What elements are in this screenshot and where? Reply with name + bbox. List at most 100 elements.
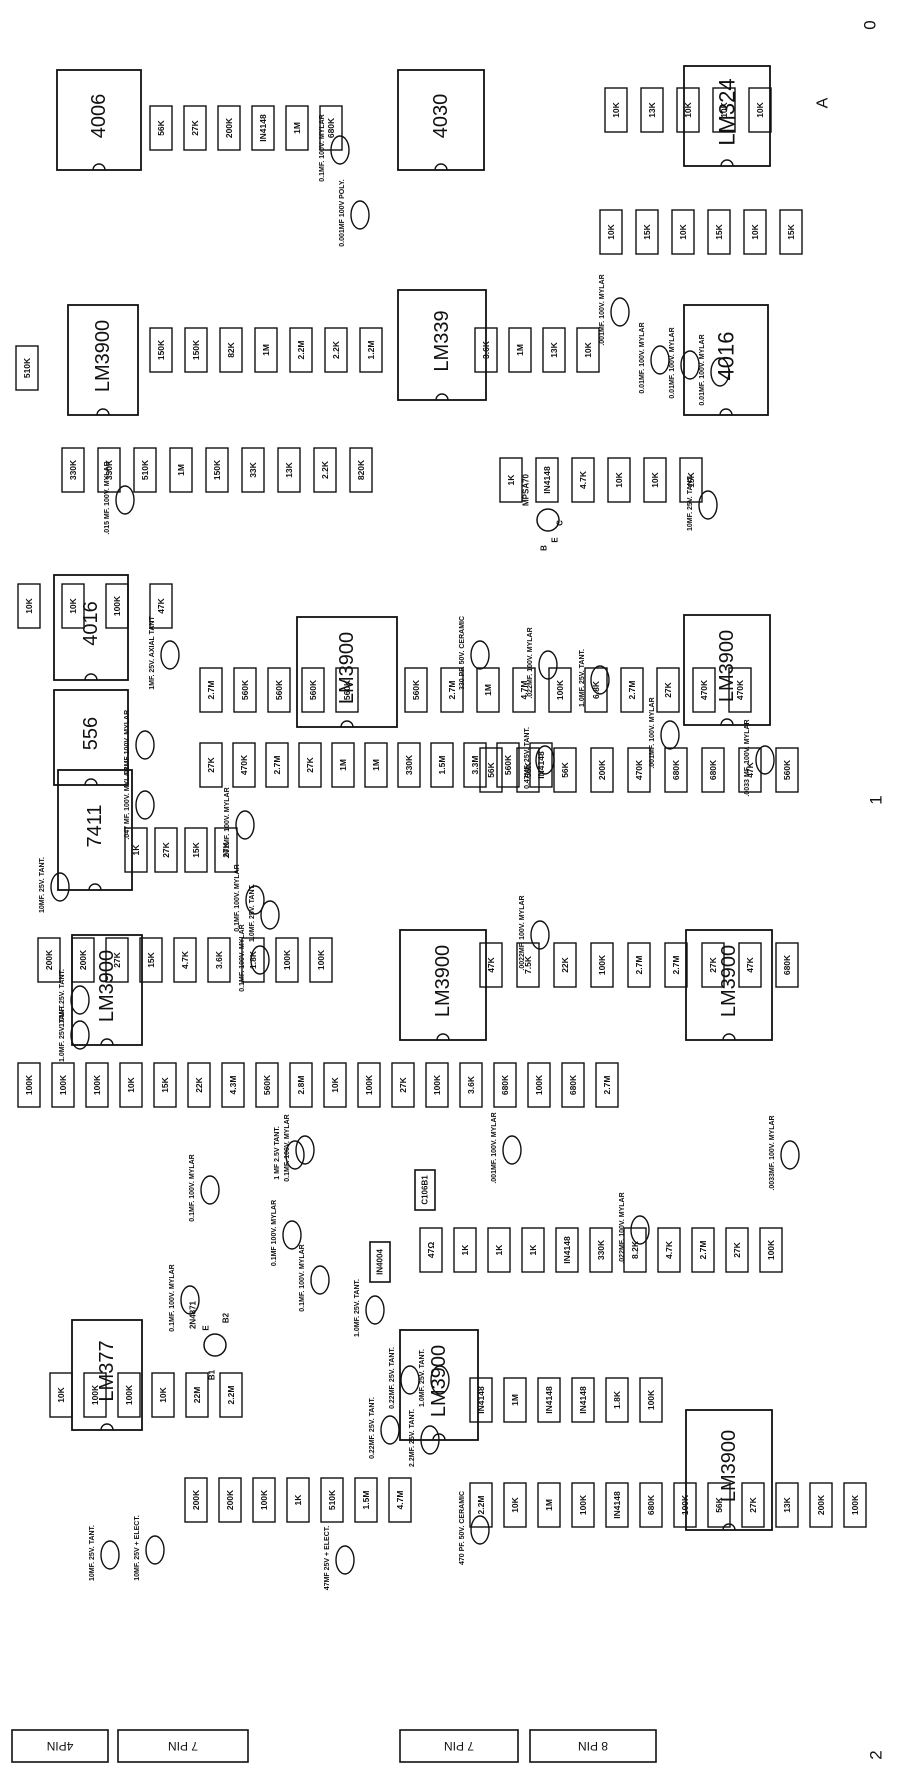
resistor-value: 680K: [500, 1074, 510, 1095]
resistor: [779, 209, 803, 255]
resistor-value: 10K: [719, 101, 729, 117]
resistor: [743, 209, 767, 255]
resistor: [354, 1477, 378, 1523]
capacitor: 0.1MF. 100V. MYLAR: [299, 1244, 330, 1312]
capacitor: .022MF. 100V. MYLAR: [619, 1192, 650, 1264]
capacitor: .015 MF. 100V. MYLAR: [104, 461, 135, 535]
resistor: [425, 1062, 449, 1108]
resistor: [187, 1062, 211, 1108]
resistor-value: 1M: [292, 122, 302, 134]
resistor-value: 100K: [597, 954, 607, 975]
capacitor-rating: 0.1MF. 100V. MYLAR: [234, 864, 241, 931]
ic-outline: [56, 69, 142, 171]
resistor-value: IN4148: [476, 1386, 486, 1414]
resistor: [692, 667, 716, 713]
capacitor: 1MF. 25V. AXIAL TANT: [149, 616, 180, 690]
resistor-value: 56K: [714, 1496, 724, 1512]
ic-chip: LM3900: [683, 614, 771, 726]
resistor-value: 680K: [782, 954, 792, 975]
resistor: [620, 667, 644, 713]
ic-label: 556: [80, 717, 102, 750]
resistor: [664, 747, 688, 793]
ic-label: LM3900: [718, 945, 740, 1017]
connector-label: 8 PIN: [578, 1739, 608, 1753]
ic-label: 4016: [714, 332, 739, 381]
ic-label: LM3900: [718, 1430, 740, 1502]
resistor: [154, 827, 178, 873]
capacitor-rating: .022MF. 100V. MYLAR: [527, 627, 534, 698]
capacitor: 0.1MF. 100V. MYLAR: [169, 1264, 200, 1332]
resistor: [775, 942, 799, 988]
capacitor-rating: 0.001MF 100V POLY.: [339, 179, 346, 247]
capacitor: 0.1MF 100V. MYLAR: [271, 1200, 302, 1266]
ic-label: LM3900: [432, 945, 454, 1017]
resistor: [105, 583, 129, 629]
ic-outline: [683, 304, 769, 416]
resistor-value: 2.2M: [226, 1386, 236, 1405]
misc-part-label: IN4004: [376, 1249, 385, 1275]
resistor: [691, 1227, 715, 1273]
resistor: [775, 747, 799, 793]
capacitor: 0.01MF. 100V. MYLAR: [669, 327, 700, 399]
transistor-body: [203, 1333, 227, 1357]
ic-chip: 4016: [683, 304, 769, 416]
capacitor: .0033 MF. 100V. MYLAR: [744, 719, 775, 797]
capacitor-body: [335, 1545, 355, 1575]
capacitor: 0.47MF. 25V. TANT.: [524, 727, 555, 789]
resistor-value: 1.8K: [612, 1390, 622, 1409]
resistor: [183, 105, 207, 151]
resistor: [474, 327, 498, 373]
capacitor-body: [245, 885, 265, 915]
resistor-value: 1M: [483, 684, 493, 696]
ic-chip: LM339: [397, 289, 487, 401]
resistor: [590, 747, 614, 793]
resistor: [561, 1062, 585, 1108]
resistor-value: 100K: [124, 1384, 134, 1405]
resistor-value: 1M: [510, 1394, 520, 1406]
capacitor: 1.0MF. 25V. TANT.: [249, 884, 280, 942]
capacitor: .001MF. 100V. MYLAR: [649, 697, 680, 769]
capacitor-body: [590, 665, 610, 695]
resistor: [508, 327, 532, 373]
capacitor: 0.1MF. 100V. MYLAR: [319, 114, 350, 182]
capacitor: .001MF. 100V. MYLAR: [224, 787, 255, 859]
resistor-value: 330K: [404, 754, 414, 775]
edge-connector: [399, 1729, 519, 1763]
resistor-value: 10K: [650, 471, 660, 487]
resistor: [61, 447, 85, 493]
capacitor-body: [630, 1215, 650, 1245]
capacitor-body: [610, 297, 630, 327]
capacitor-rating: .001MF. 100V. MYLAR: [491, 1112, 498, 1183]
resistor-value: 13K: [549, 341, 559, 357]
capacitor-body: [470, 640, 490, 670]
resistor: [553, 942, 577, 988]
resistor-value: 100K: [646, 1389, 656, 1410]
resistor: [476, 667, 500, 713]
resistor-value: 47K: [745, 761, 755, 777]
resistor-value: 1M: [515, 344, 525, 356]
resistor: [255, 1062, 279, 1108]
resistor-value: 10K: [606, 223, 616, 239]
resistor-value: 100K: [364, 1074, 374, 1095]
resistor-value: 200K: [78, 949, 88, 970]
resistor: [589, 1227, 613, 1273]
resistor-value: 510K: [327, 1489, 337, 1510]
resistor: [635, 209, 659, 255]
capacitor-rating: .001MF. 100V. MYLAR: [224, 787, 231, 858]
resistor: [738, 747, 762, 793]
capacitor: 0.1MF. 100V. MYLAR: [234, 864, 265, 932]
resistor-value: 510K: [140, 459, 150, 480]
resistor-value: 27K: [398, 1076, 408, 1092]
capacitor-rating: 0.1MF 100V. MYLAR: [271, 1200, 278, 1266]
resistor: [623, 1227, 647, 1273]
resistor-value: 47Ω: [426, 1242, 436, 1258]
resistor-value: 150K: [191, 339, 201, 360]
resistor: [453, 1227, 477, 1273]
capacitor-body: [710, 357, 730, 387]
capacitor-body: [70, 1020, 90, 1050]
resistor-value: 3.6K: [214, 950, 224, 969]
resistor-value: 27K: [708, 956, 718, 972]
resistor: [639, 1482, 663, 1528]
resistor-value: 100K: [766, 1239, 776, 1260]
capacitor-rating: 10MF. 25V. TANT.: [687, 475, 694, 531]
